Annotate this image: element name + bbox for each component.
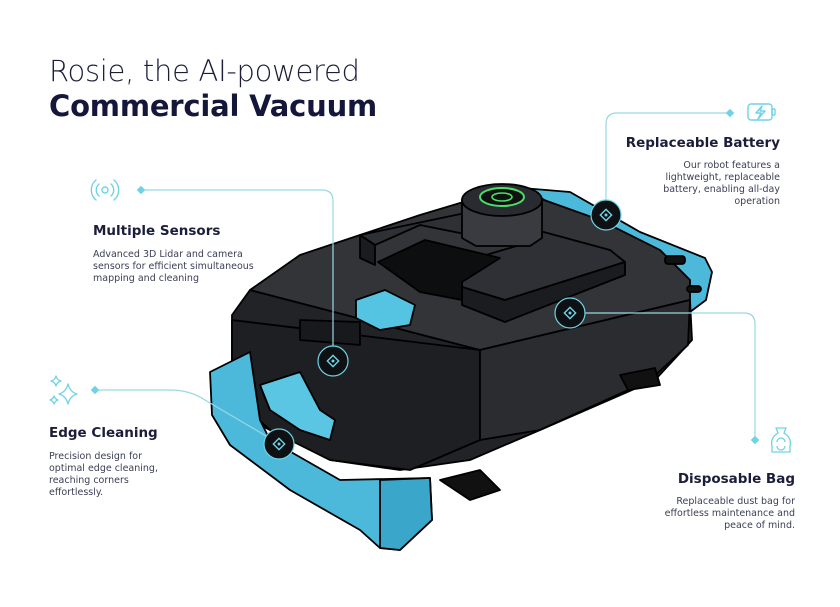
callout-lines: [95, 112, 756, 444]
feature-desc-bag: Replaceable dust bag for effortless main…: [664, 496, 795, 531]
callout-line-bag: [570, 312, 756, 440]
marker-edge: [263, 428, 295, 460]
wireless-signal-icon: [90, 179, 120, 201]
sparkle-icon: [49, 375, 78, 405]
robot-vacuum-illustration: [209, 183, 713, 551]
dust-bag-icon: [770, 427, 792, 453]
feature-title-battery: Replaceable Battery: [625, 135, 780, 151]
callout-line-edge: [95, 389, 279, 444]
marker-battery: [590, 199, 622, 231]
feature-title-sensors: Multiple Sensors: [93, 223, 221, 239]
battery-charge-icon: [747, 103, 776, 121]
marker-bag: [554, 297, 586, 329]
callout-markers: [263, 199, 622, 460]
feature-desc-sensors: Advanced 3D Lidar and camera sensors for…: [93, 249, 254, 284]
feature-desc-battery: Our robot features a lightweight, replac…: [663, 160, 780, 207]
page-title-line1: Rosie, the AI-powered: [49, 54, 360, 88]
feature-title-edge: Edge Cleaning: [49, 425, 158, 441]
feature-title-bag: Disposable Bag: [677, 471, 795, 487]
page-title-line2: Commercial Vacuum: [49, 89, 378, 123]
feature-desc-edge: Precision design for optimal edge cleani…: [49, 451, 158, 498]
callout-line-battery: [605, 112, 730, 214]
callout-line-sensors: [141, 189, 334, 360]
marker-sensors: [317, 345, 349, 377]
